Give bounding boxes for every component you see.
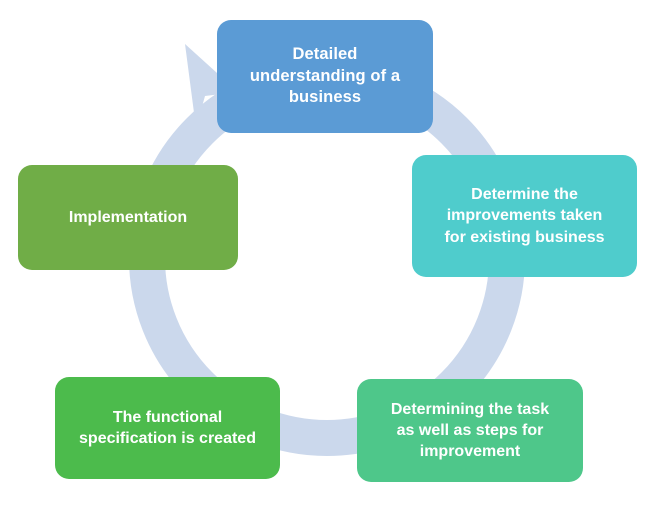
cycle-step-label: Determine the improvements taken for exi… xyxy=(444,186,605,246)
cycle-step-detailed-understanding[interactable]: Detailed understanding of a business xyxy=(217,20,433,133)
cycle-step-implementation[interactable]: Implementation xyxy=(18,165,238,270)
cycle-step-label: The functional specification is created xyxy=(79,408,256,447)
cycle-step-determining-task[interactable]: Determining the task as well as steps fo… xyxy=(357,379,583,482)
cycle-step-functional-specification[interactable]: The functional specification is created xyxy=(55,377,280,479)
cycle-step-label: Detailed understanding of a business xyxy=(249,44,401,107)
cycle-step-label: Implementation xyxy=(68,208,188,226)
cycle-step-label: Determining the task as well as steps fo… xyxy=(390,400,550,461)
ring-arrowhead xyxy=(185,44,238,128)
cycle-step-determine-improvements[interactable]: Determine the improvements taken for exi… xyxy=(412,155,637,277)
